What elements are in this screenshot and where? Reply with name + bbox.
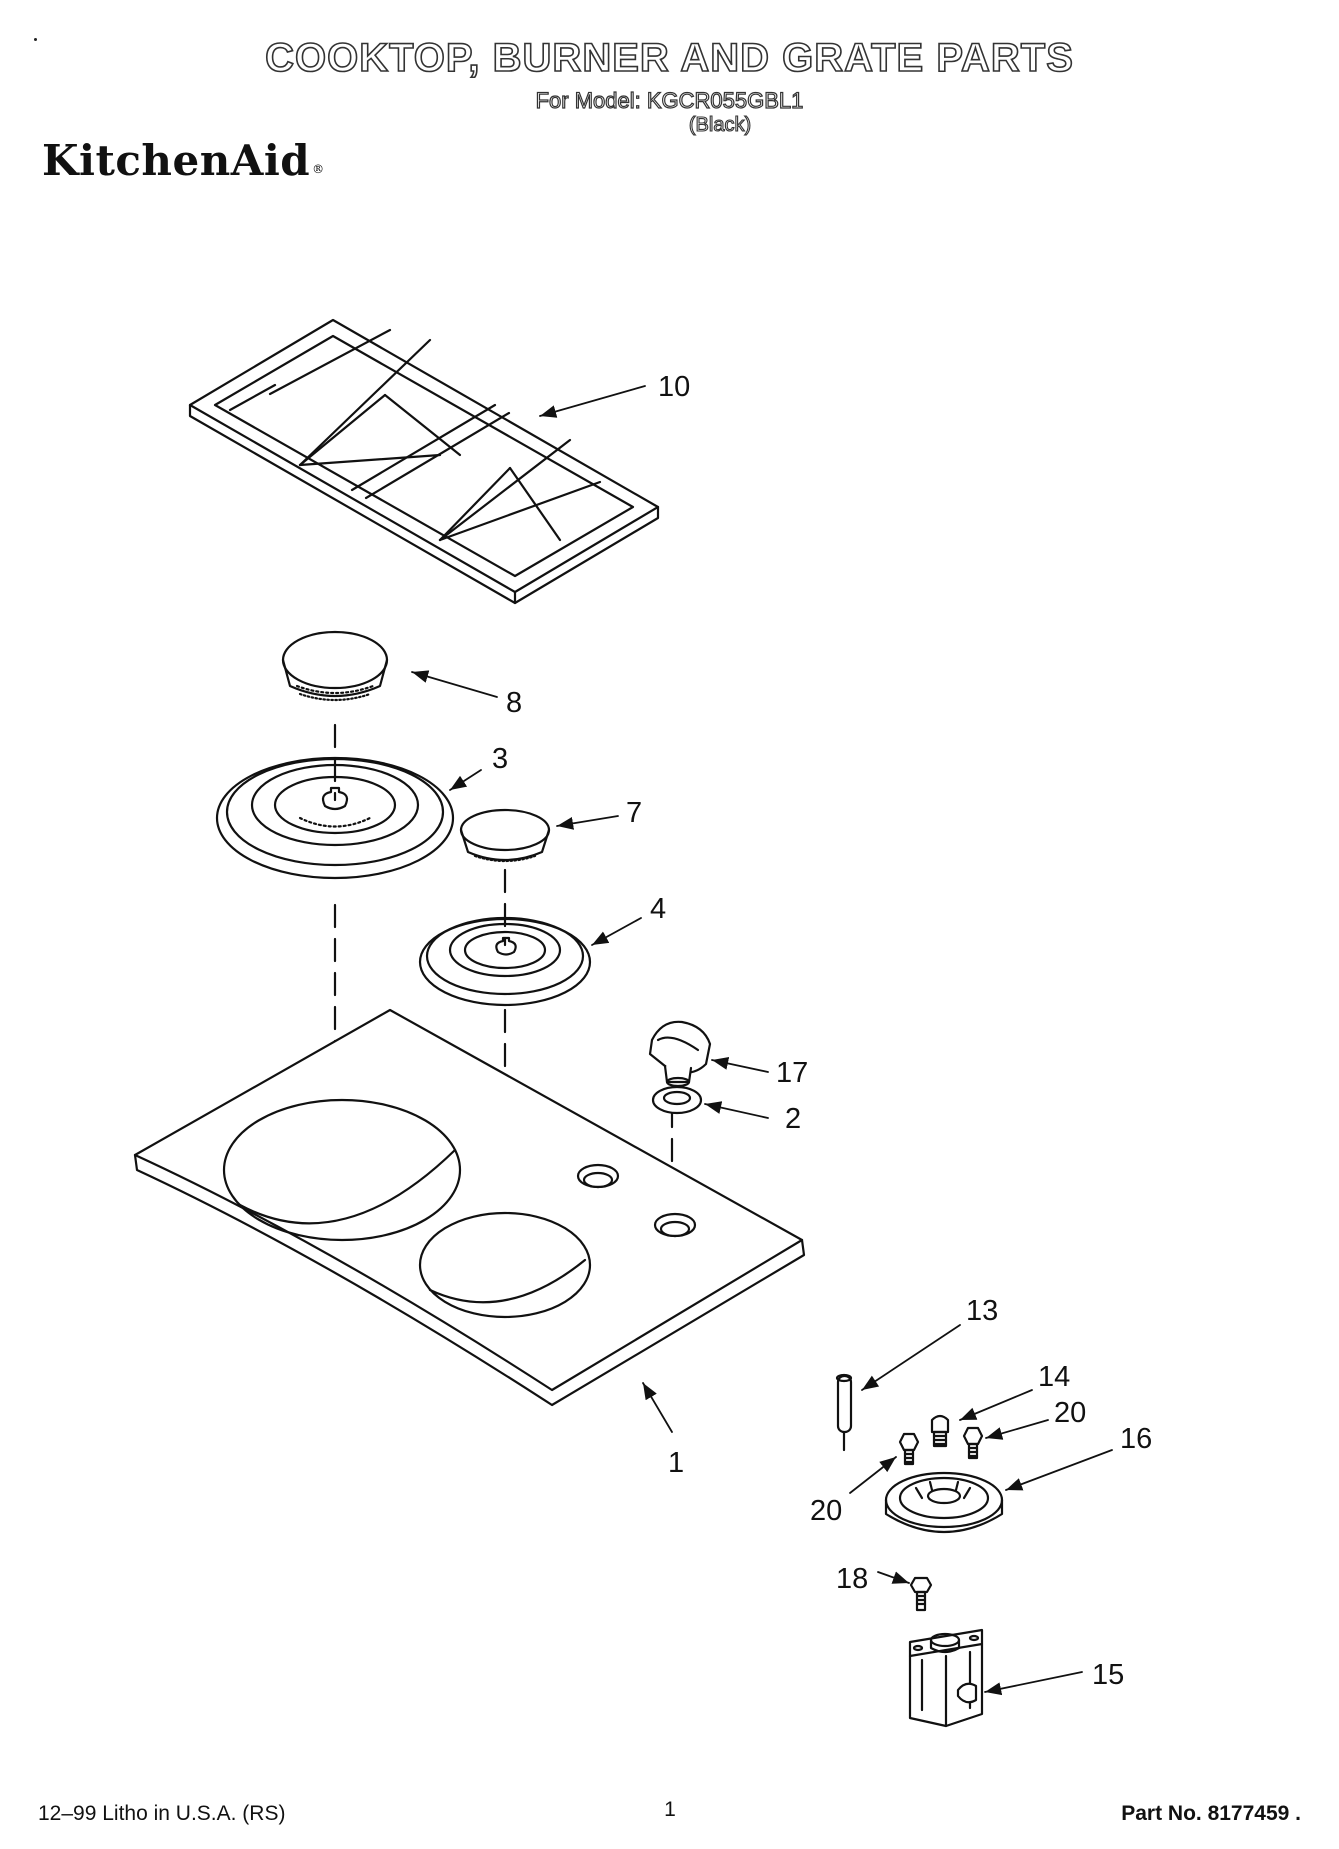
corner-dot — [34, 38, 37, 41]
callout-13: 13 — [966, 1295, 998, 1327]
orifice-screw — [909, 1576, 933, 1612]
callout-3: 3 — [492, 743, 508, 775]
callout-16: 16 — [1120, 1423, 1152, 1455]
callout-14: 14 — [1038, 1361, 1070, 1393]
small-burner-base — [418, 916, 592, 1007]
spark-electrode — [835, 1373, 853, 1452]
callout-4: 4 — [650, 893, 666, 925]
knob-bezel-ring — [651, 1085, 703, 1115]
callout-18: 18 — [836, 1563, 868, 1595]
model-variant: (Black) — [688, 113, 752, 136]
gas-valve-bracket — [908, 1628, 984, 1728]
callout-8: 8 — [506, 687, 522, 719]
mounting-screw-left — [898, 1432, 920, 1466]
burner-base-assembly — [884, 1471, 1004, 1534]
callout-labels: 10 8 3 7 4 17 2 13 14 20 16 20 1 18 15 — [492, 371, 1152, 1691]
brand-registered-mark: ® — [312, 162, 325, 176]
callout-10: 10 — [658, 371, 690, 403]
page-number: 1 — [664, 1798, 676, 1821]
grate-part — [188, 318, 660, 605]
page-title: COOKTOP, BURNER AND GRATE PARTS — [264, 35, 1074, 81]
callout-2: 2 — [785, 1103, 801, 1135]
model-line: For Model: KGCR055GBL1 — [535, 87, 804, 113]
center-screw — [930, 1414, 950, 1448]
callout-20-left: 20 — [810, 1495, 842, 1527]
callout-15: 15 — [1092, 1659, 1124, 1691]
small-burner-cap — [459, 808, 551, 863]
part-number: Part No. 8177459 . — [1121, 1802, 1301, 1825]
callout-7: 7 — [626, 797, 642, 829]
leader-lines — [411, 385, 1113, 1696]
callout-20-right: 20 — [1054, 1397, 1086, 1429]
callout-1: 1 — [668, 1447, 684, 1479]
mounting-screw-right — [962, 1426, 984, 1460]
brand-name: KitchenAid — [42, 136, 311, 185]
cooktop-panel — [133, 1008, 806, 1407]
litho-note: 12–99 Litho in U.S.A. (RS) — [38, 1802, 286, 1825]
brand-logo: KitchenAid® — [42, 136, 325, 185]
large-burner-cap — [281, 630, 389, 702]
control-knob — [648, 1020, 712, 1088]
callout-17: 17 — [776, 1057, 808, 1089]
